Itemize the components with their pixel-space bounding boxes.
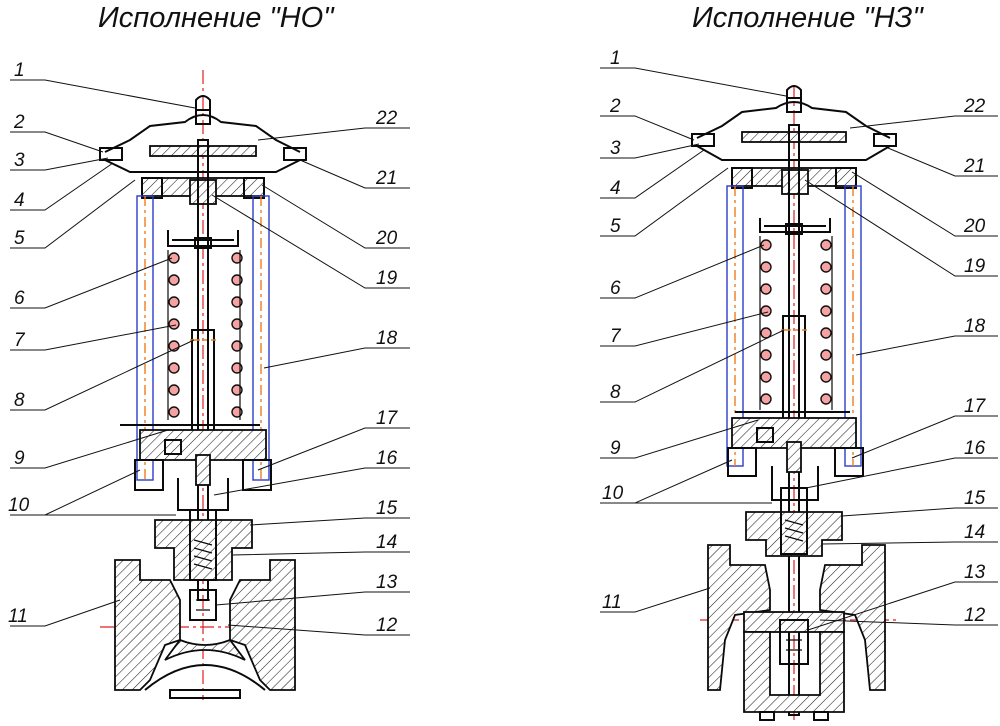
label-18: 18 [964, 316, 986, 337]
label-10: 10 [8, 495, 30, 516]
label-8: 8 [610, 382, 621, 403]
label-20: 20 [963, 216, 986, 237]
valve-normally-open: 1 2 3 4 5 6 7 8 9 10 11 22 21 20 19 18 1… [8, 60, 410, 700]
label-22: 22 [375, 108, 398, 129]
label-10: 10 [602, 483, 624, 504]
title-normally-closed: Исполнение "НЗ" [692, 2, 923, 34]
label-7: 7 [14, 330, 26, 351]
label-17: 17 [964, 396, 987, 417]
label-9: 9 [610, 438, 621, 459]
label-19: 19 [964, 256, 986, 277]
label-13: 13 [964, 562, 986, 583]
label-16: 16 [376, 448, 398, 469]
label-3: 3 [14, 150, 25, 171]
valve-normally-closed: 1 2 3 4 5 6 7 8 9 10 11 22 21 20 19 18 1… [600, 48, 998, 721]
label-21: 21 [963, 156, 985, 177]
label-21: 21 [375, 168, 397, 189]
title-normally-open: Исполнение "НО" [98, 2, 334, 34]
label-7: 7 [610, 326, 622, 347]
label-1: 1 [14, 60, 25, 81]
label-11: 11 [602, 592, 622, 613]
label-17: 17 [376, 408, 399, 429]
label-2: 2 [609, 96, 621, 117]
label-12: 12 [964, 605, 986, 626]
label-9: 9 [14, 448, 25, 469]
label-5: 5 [610, 216, 621, 237]
label-8: 8 [14, 390, 25, 411]
label-2: 2 [13, 112, 25, 133]
label-11: 11 [8, 606, 28, 627]
label-14: 14 [964, 522, 985, 543]
label-6: 6 [14, 288, 25, 309]
label-12: 12 [376, 615, 398, 636]
label-19: 19 [376, 268, 398, 289]
label-4: 4 [14, 190, 25, 211]
label-13: 13 [376, 572, 398, 593]
label-15: 15 [964, 488, 986, 509]
label-6: 6 [610, 278, 621, 299]
label-22: 22 [963, 96, 986, 117]
label-14: 14 [376, 532, 397, 553]
label-16: 16 [964, 438, 986, 459]
label-3: 3 [610, 138, 621, 159]
label-4: 4 [610, 178, 621, 199]
label-1: 1 [610, 48, 621, 69]
label-5: 5 [14, 228, 25, 249]
label-15: 15 [376, 498, 398, 519]
label-18: 18 [376, 328, 398, 349]
label-20: 20 [375, 228, 398, 249]
